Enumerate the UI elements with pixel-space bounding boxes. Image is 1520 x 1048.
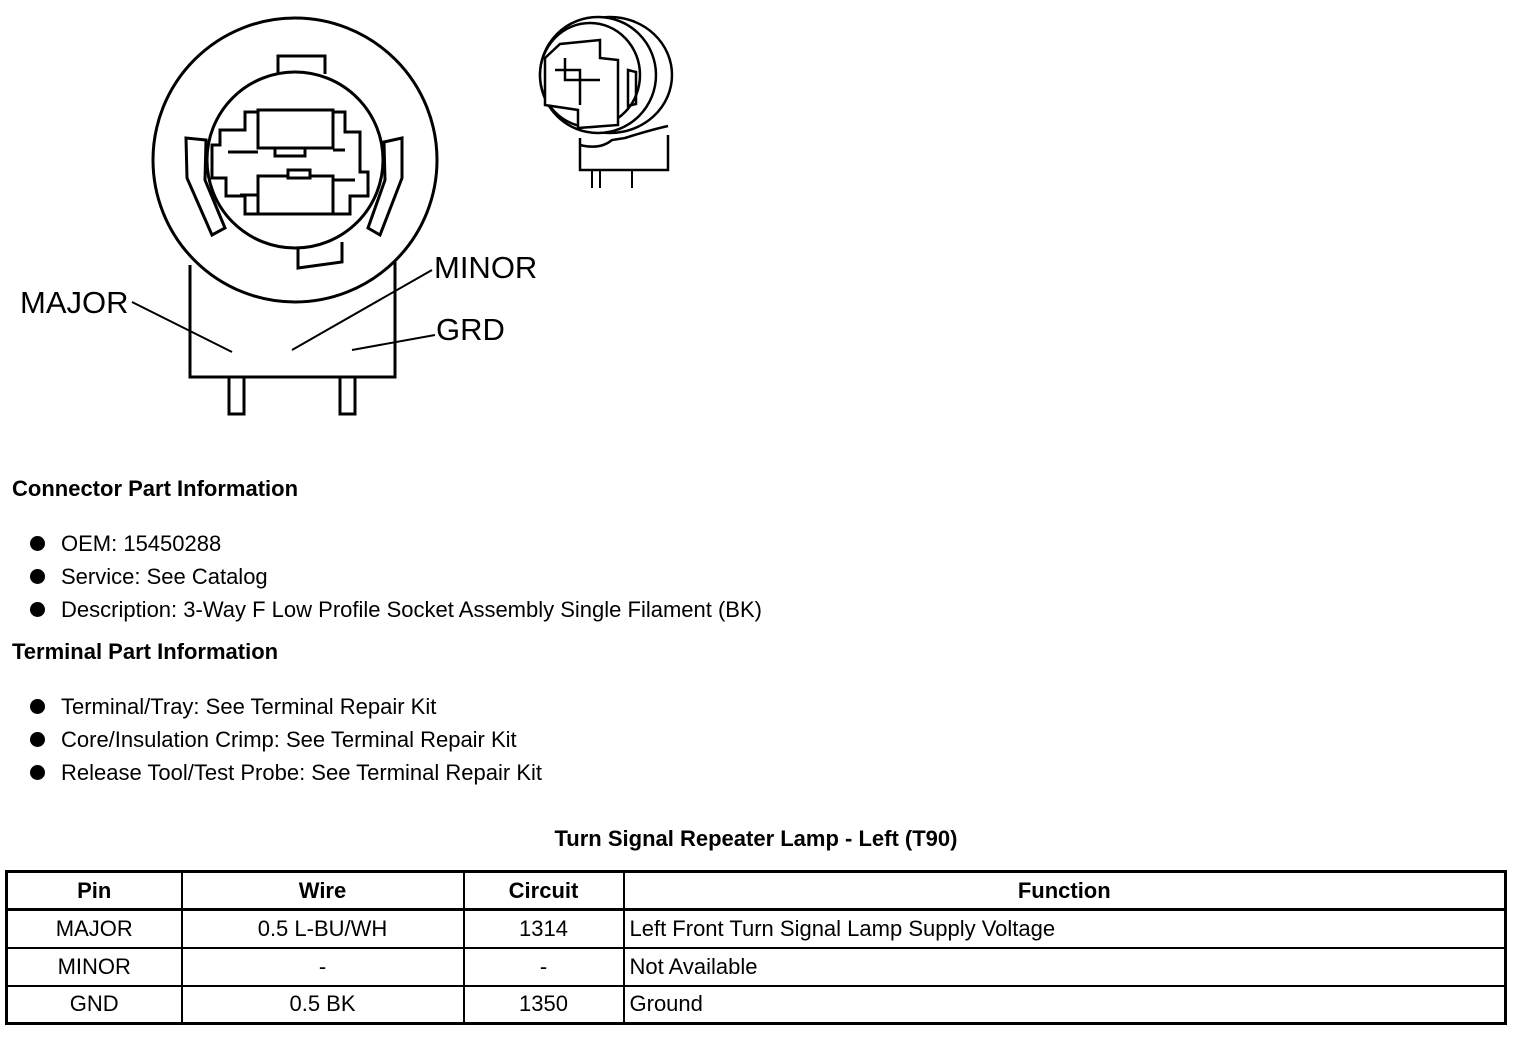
- socket-side-view: [538, 15, 674, 188]
- cell-circuit: 1350: [462, 984, 625, 1025]
- table-row: MAJOR 0.5 L-BU/WH 1314 Left Front Turn S…: [5, 908, 1507, 949]
- bullet-icon: [30, 602, 45, 617]
- column-header-function: Function: [622, 870, 1507, 911]
- cell-pin: GND: [5, 984, 183, 1025]
- cell-circuit: 1314: [462, 908, 625, 949]
- list-item: Terminal/Tray: See Terminal Repair Kit: [30, 690, 542, 723]
- cell-circuit: -: [462, 946, 625, 987]
- cell-wire: 0.5 L-BU/WH: [180, 908, 465, 949]
- list-item: Service: See Catalog: [30, 560, 762, 593]
- connector-diagram: MAJOR MINOR GRD: [20, 15, 674, 416]
- column-header-wire: Wire: [180, 870, 465, 911]
- list-item: Core/Insulation Crimp: See Terminal Repa…: [30, 723, 542, 756]
- terminal-info-list: Terminal/Tray: See Terminal Repair Kit C…: [30, 690, 542, 789]
- bullet-icon: [30, 732, 45, 747]
- cell-function: Left Front Turn Signal Lamp Supply Volta…: [622, 908, 1507, 949]
- cell-wire: 0.5 BK: [180, 984, 465, 1025]
- bullet-icon: [30, 765, 45, 780]
- label-major: MAJOR: [20, 285, 129, 320]
- list-item: OEM: 15450288: [30, 527, 762, 560]
- cell-wire: -: [180, 946, 465, 987]
- connector-info-list: OEM: 15450288 Service: See Catalog Descr…: [30, 527, 762, 626]
- table-title: Turn Signal Repeater Lamp - Left (T90): [554, 826, 958, 851]
- bullet-icon: [30, 569, 45, 584]
- label-minor: MINOR: [434, 250, 537, 285]
- cell-pin: MAJOR: [5, 908, 183, 949]
- cell-pin: MINOR: [5, 946, 183, 987]
- pin-table: Pin Wire Circuit Function MAJOR 0.5 L-BU…: [5, 870, 1507, 1025]
- label-grd: GRD: [436, 312, 505, 347]
- table-header-row: Pin Wire Circuit Function: [5, 870, 1507, 911]
- connector-info-heading: Connector Part Information: [12, 476, 299, 501]
- terminal-info-heading: Terminal Part Information: [12, 639, 279, 664]
- list-item: Description: 3-Way F Low Profile Socket …: [30, 593, 762, 626]
- column-header-circuit: Circuit: [462, 870, 625, 911]
- socket-front-view: [151, 16, 439, 416]
- table-row: MINOR - - Not Available: [5, 946, 1507, 987]
- cell-function: Not Available: [622, 946, 1507, 987]
- bullet-icon: [30, 536, 45, 551]
- bullet-icon: [30, 699, 45, 714]
- list-item: Release Tool/Test Probe: See Terminal Re…: [30, 756, 542, 789]
- table-row: GND 0.5 BK 1350 Ground: [5, 984, 1507, 1025]
- cell-function: Ground: [622, 984, 1507, 1025]
- column-header-pin: Pin: [5, 870, 183, 911]
